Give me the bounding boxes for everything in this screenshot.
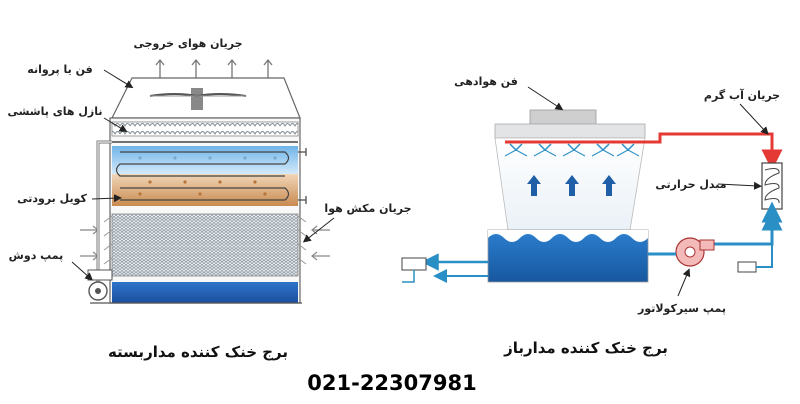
label-hot-water-flow: جریان آب گرم — [704, 88, 780, 102]
fan-hood — [111, 77, 301, 119]
blower-fan-icon — [529, 109, 597, 125]
right-labels: فن هوادهی جریان آب گرم مبدل حرارتی پمپ س… — [454, 75, 780, 357]
label-fan: فن یا پروانه — [27, 63, 92, 76]
water-drops — [138, 156, 277, 196]
closed-circuit-tower — [80, 58, 330, 304]
phone-number: 021-22307981 — [307, 371, 476, 395]
valve-box-left — [401, 257, 427, 271]
label-air-intake: جریان مکش هوا — [324, 202, 411, 215]
coil-cold-band — [112, 174, 298, 206]
drift-eliminator — [111, 121, 299, 137]
label-spray-nozzles: نازل های پاششی — [7, 105, 102, 118]
coil-tubes — [115, 151, 290, 201]
open-circuit-tower — [401, 109, 783, 283]
right-leaders — [527, 86, 769, 297]
valve-box-right — [737, 261, 757, 273]
water-basin — [112, 282, 298, 303]
exhaust-arrows — [155, 58, 273, 78]
coil-hot-band — [112, 146, 298, 174]
fill-media — [111, 213, 299, 277]
label-heat-exchanger: مبدل حرارتی — [655, 178, 726, 191]
spray-nozzles — [504, 143, 640, 157]
label-exhaust-air: جریان هوای خروجی — [133, 37, 242, 50]
title-open-circuit: برج خنک کننده مدارباز — [503, 339, 668, 357]
cold-water-return — [744, 222, 774, 246]
left-labels: جریان هوای خروجی فن یا پروانه نازل های پ… — [7, 37, 411, 361]
header-valve-icon — [298, 148, 307, 204]
title-closed-circuit: برج خنک کننده مداربسته — [108, 343, 288, 361]
spray-pump-icon — [87, 269, 113, 301]
fan-icon — [149, 88, 247, 110]
heat-exchanger-icon — [761, 162, 783, 210]
label-circulator-pump: پمپ سیرکولاتور — [637, 302, 726, 315]
hot-water-pipe — [645, 132, 783, 171]
label-blower-fan: فن هوادهی — [454, 75, 518, 88]
airflow-arrows — [527, 175, 616, 196]
label-spray-pump: پمپ دوش — [9, 249, 64, 262]
left-leaders — [71, 69, 335, 281]
label-dual-coil: کویل برودتی — [17, 192, 87, 205]
tower-cap — [494, 123, 646, 139]
circulator-pump-icon — [675, 237, 715, 267]
